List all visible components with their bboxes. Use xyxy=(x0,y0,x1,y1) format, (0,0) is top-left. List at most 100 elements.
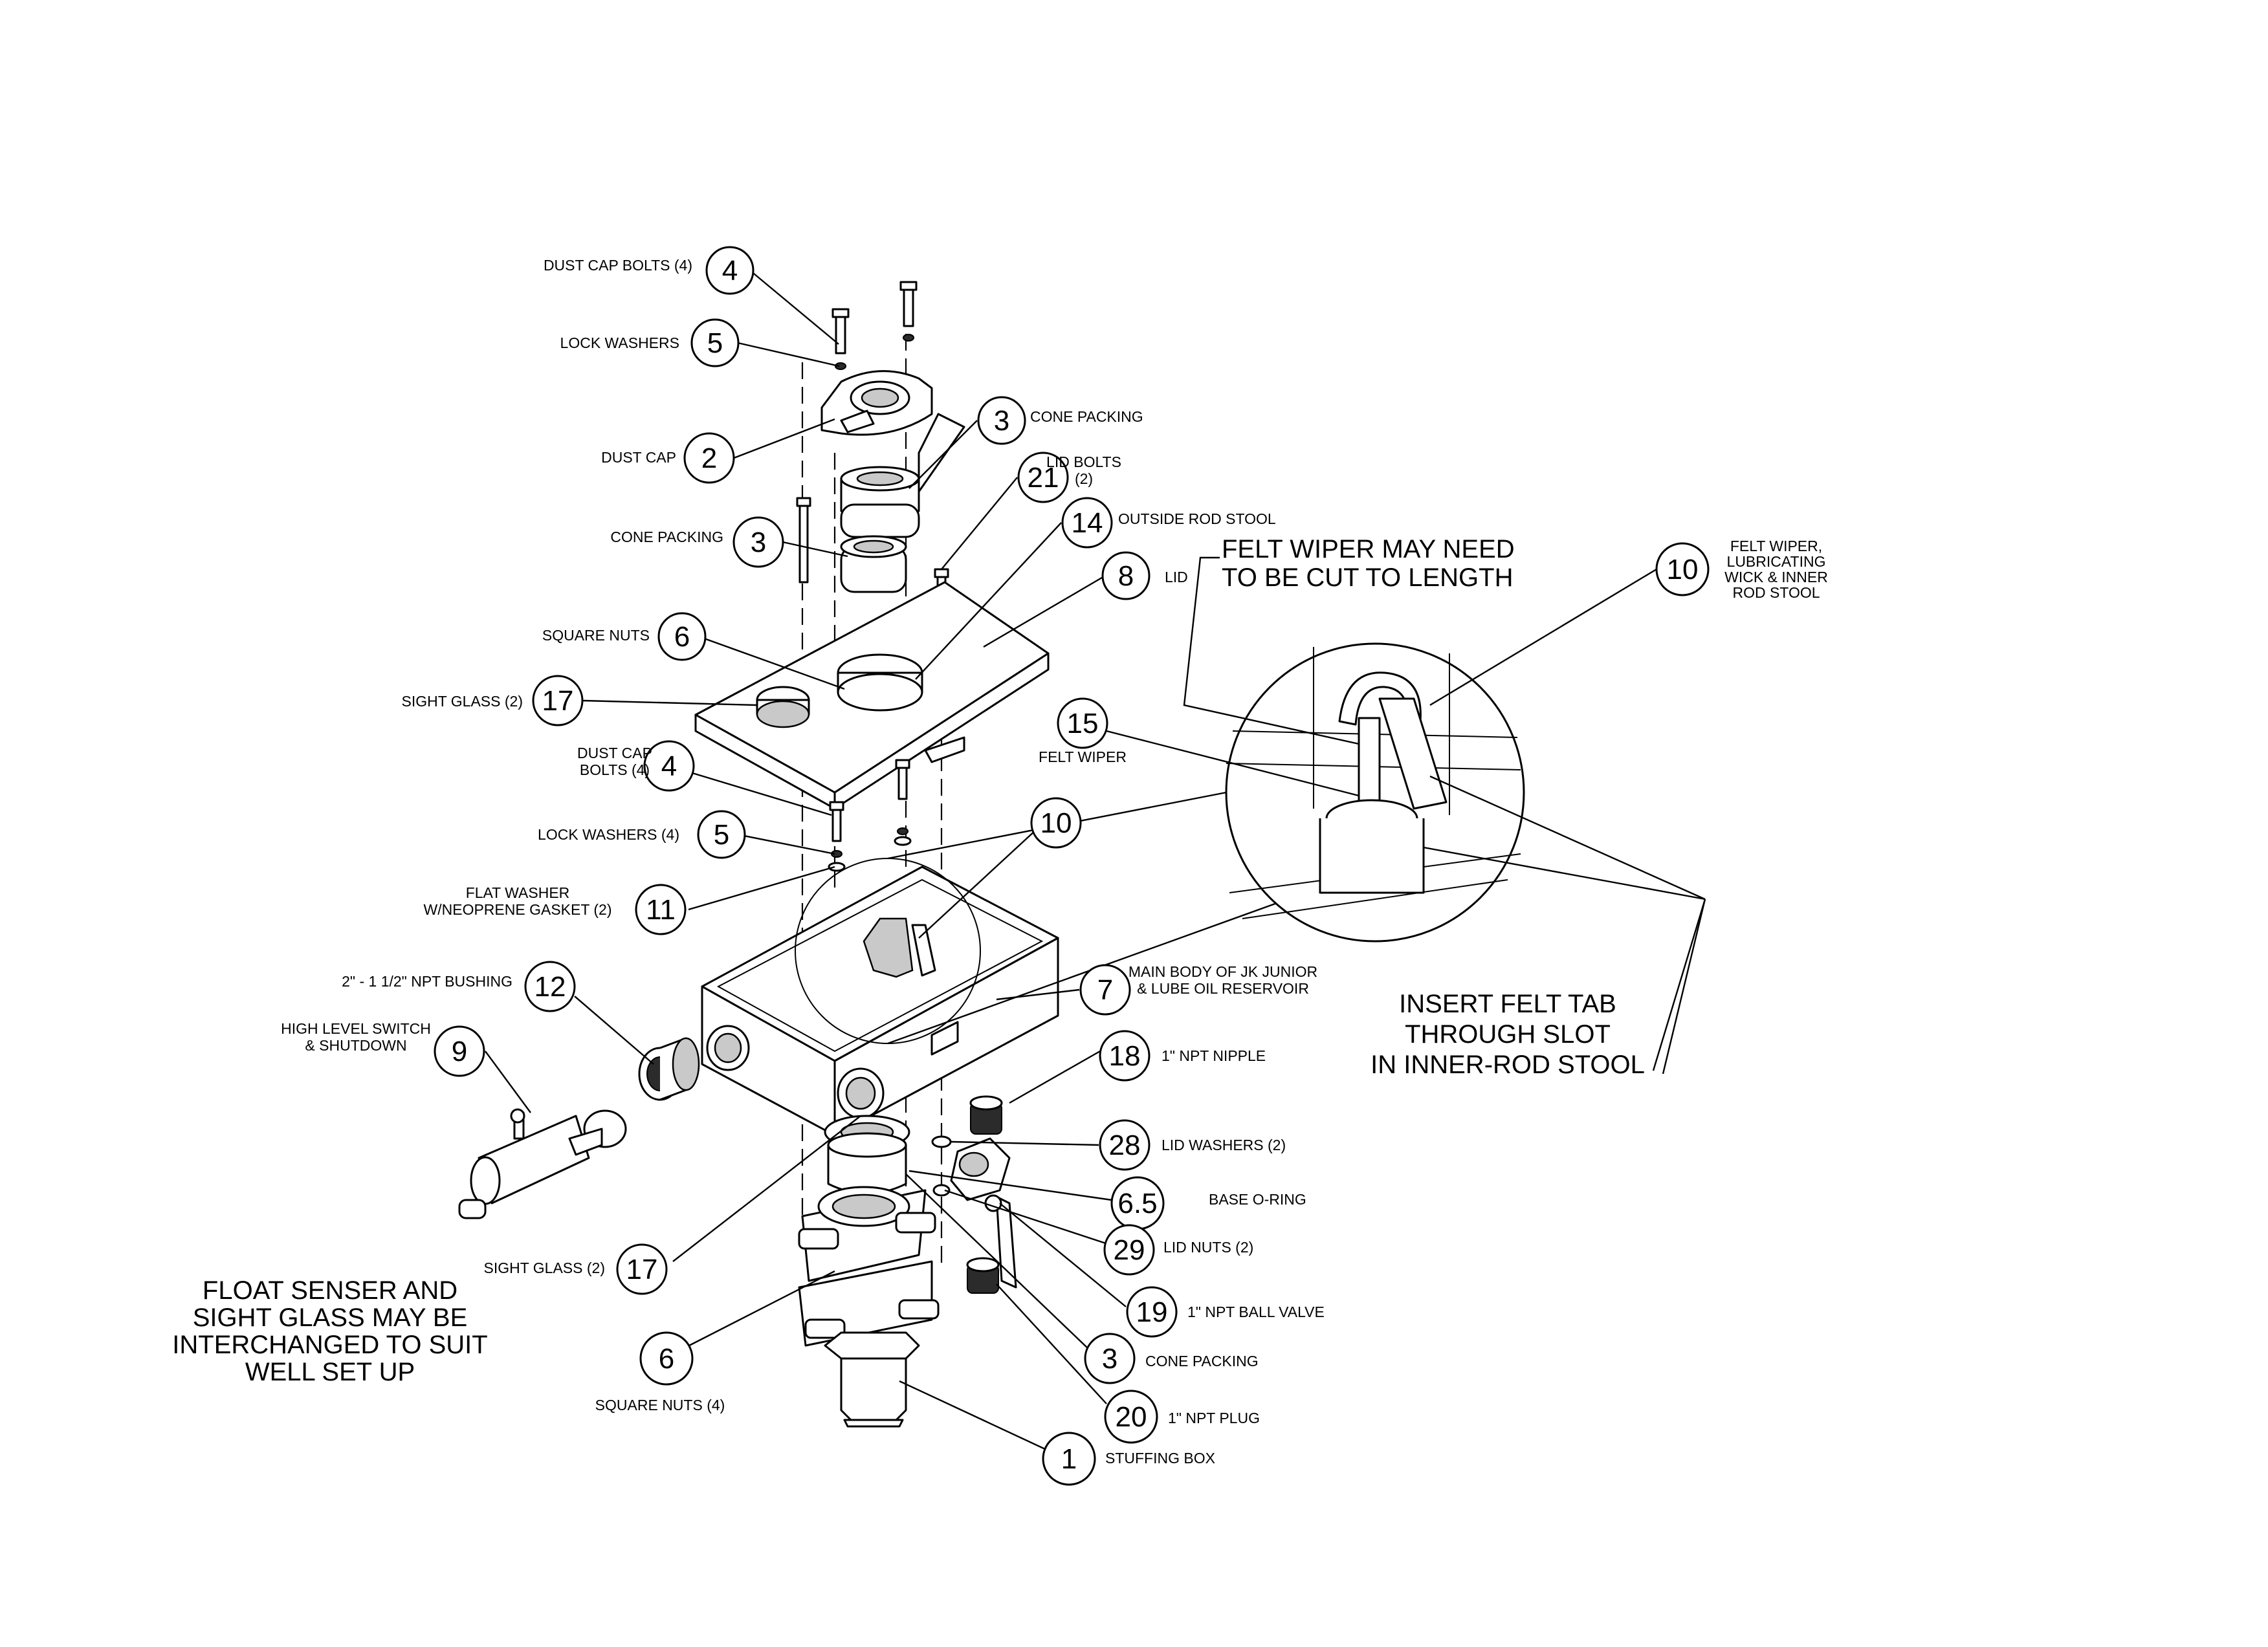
callout-balloon xyxy=(1101,551,1151,600)
callout-balloon xyxy=(1103,1224,1155,1276)
callout-label: SQUARE NUTS (4) xyxy=(595,1397,725,1413)
callout-label: STUFFING BOX xyxy=(1105,1450,1215,1467)
callout-c29: 29 LID NUTS (2) xyxy=(1103,1224,1253,1276)
callout-c2: 2 DUST CAP xyxy=(601,432,735,484)
callout-balloon xyxy=(1104,1390,1158,1444)
callout-number: 29 xyxy=(1114,1234,1145,1266)
lid-part xyxy=(694,581,1050,810)
callout-label: HIGH LEVEL SWITCH xyxy=(281,1020,431,1037)
callout-balloon xyxy=(690,318,740,367)
callout-label: DUST CAP xyxy=(601,449,676,466)
callout-label: BOLTS (4) xyxy=(580,761,650,778)
callout-c9: 9 HIGH LEVEL SWITCH& SHUTDOWN xyxy=(281,1020,485,1077)
detail-interior xyxy=(1226,647,1521,919)
callout-c18: 18 1" NPT NIPPLE xyxy=(1099,1030,1266,1082)
note-line: WELL SET UP xyxy=(245,1358,415,1386)
callout-label: W/NEOPRENE GASKET (2) xyxy=(424,901,612,918)
callout-label: CONE PACKING xyxy=(1030,408,1143,425)
callout-c3a: 3 CONE PACKING xyxy=(977,396,1143,445)
callout-number: 8 xyxy=(1118,560,1134,592)
callout-number: 17 xyxy=(626,1254,658,1285)
callout-number: 28 xyxy=(1109,1129,1141,1161)
note-line: FLOAT SENSER AND xyxy=(203,1276,457,1305)
callout-balloon xyxy=(434,1025,485,1077)
callout-c17a: 17 SIGHT GLASS (2) xyxy=(402,675,584,726)
callout-label: LID BOLTS xyxy=(1046,453,1121,470)
callout-number: 2 xyxy=(701,442,717,474)
callout-label: CONE PACKING xyxy=(610,529,723,545)
callout-label: DUST CAP xyxy=(577,745,652,761)
callout-number: 3 xyxy=(994,405,1009,437)
callout-c3b: 3 CONE PACKING xyxy=(610,516,784,568)
callout-balloon xyxy=(616,1243,668,1295)
callout-number: 18 xyxy=(1109,1040,1141,1072)
callout-label: ROD STOOL xyxy=(1732,584,1820,601)
callout-label: FELT WIPER, xyxy=(1730,538,1822,554)
callout-number: 15 xyxy=(1067,708,1099,739)
callout-label: LID xyxy=(1165,569,1188,585)
callout-number: 6.5 xyxy=(1117,1188,1157,1219)
callout-balloon xyxy=(1057,697,1108,749)
callout-label: LID NUTS (2) xyxy=(1163,1239,1253,1256)
callout-number: 20 xyxy=(1116,1401,1147,1433)
callout-label: & SHUTDOWN xyxy=(305,1037,406,1054)
callout-number: 12 xyxy=(534,971,566,1003)
callout-label: LOCK WASHERS xyxy=(560,334,679,351)
callout-label: LOCK WASHERS (4) xyxy=(538,826,679,843)
callout-balloon xyxy=(697,810,746,859)
callout-c8: 8 LID xyxy=(1101,551,1188,600)
note-insert-felt-tab: INSERT FELT TAB THROUGH SLOT IN INNER-RO… xyxy=(1371,990,1645,1079)
callout-label: FLAT WASHER xyxy=(466,884,570,901)
callout-c10a: 10 xyxy=(1030,797,1082,849)
callout-number: 11 xyxy=(646,894,676,926)
note-line: THROUGH SLOT xyxy=(1405,1020,1611,1049)
callout-c65: 6.5 BASE O-RING xyxy=(1110,1176,1306,1230)
callout-number: 10 xyxy=(1667,554,1699,585)
callout-balloon xyxy=(683,432,735,484)
callout-balloon xyxy=(1042,1432,1096,1486)
callout-label: & LUBE OIL RESERVOIR xyxy=(1137,980,1309,997)
callout-balloon xyxy=(1017,452,1069,503)
plug-part xyxy=(966,1257,1000,1294)
callout-number: 3 xyxy=(751,527,766,558)
note-line: IN INNER-ROD STOOL xyxy=(1371,1051,1645,1079)
nipple-part xyxy=(931,1095,1003,1148)
callout-number: 3 xyxy=(1102,1343,1117,1375)
callout-number: 10 xyxy=(1040,807,1072,839)
callout-balloon xyxy=(1099,1119,1151,1171)
callout-label: 1" NPT BALL VALVE xyxy=(1187,1303,1325,1320)
callout-balloon xyxy=(524,961,576,1012)
callout-label: 1" NPT NIPPLE xyxy=(1162,1047,1266,1064)
callout-label: SIGHT GLASS (2) xyxy=(402,693,523,710)
dust-cap-bolts-top xyxy=(831,281,918,370)
callout-number: 7 xyxy=(1097,974,1113,1006)
callout-number: 4 xyxy=(722,255,738,287)
callout-label: (2) xyxy=(1075,470,1093,487)
callout-balloon xyxy=(977,396,1026,445)
callout-label: BASE O-RING xyxy=(1209,1191,1306,1208)
callout-label: SQUARE NUTS xyxy=(542,627,650,644)
callout-balloon xyxy=(1084,1333,1136,1384)
lower-bolts-washers xyxy=(828,759,912,872)
callout-label: LID WASHERS (2) xyxy=(1162,1137,1286,1153)
callout-number: 9 xyxy=(452,1036,467,1067)
callout-balloon xyxy=(1099,1030,1151,1082)
callout-balloon xyxy=(732,516,784,568)
callout-balloon xyxy=(1655,542,1710,596)
stuffing-box-part xyxy=(798,1186,940,1428)
callout-number: 17 xyxy=(542,685,574,717)
bushing-part xyxy=(638,1037,700,1101)
